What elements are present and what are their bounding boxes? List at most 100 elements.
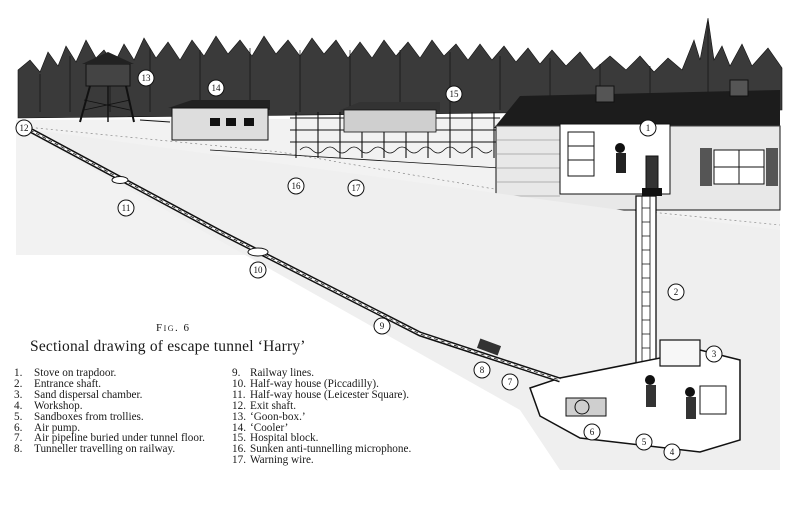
legend-text: Air pipeline buried under tunnel floor. [34,432,205,445]
legend-text: Workshop. [34,399,83,412]
legend-item: 1. Stove on trapdoor. [14,367,224,379]
svg-text:8: 8 [480,365,485,375]
legend-text: Tunneller travelling on railway. [34,443,176,456]
callout-1: 1 [639,119,657,137]
legend-text: ‘Cooler’ [250,421,289,434]
legend-text: Warning wire. [250,454,314,467]
legend-number: 14. [232,421,246,434]
svg-text:3: 3 [712,349,717,359]
escape-tunnel [28,127,561,383]
legend-item: 4. Workshop. [14,399,224,412]
callout-7: 7 [501,373,519,391]
cooler-hut [168,100,270,141]
hut-104 [494,79,781,211]
svg-text:5: 5 [642,437,647,447]
legend-item: 6. Air pump. [14,421,224,434]
legend-item: 10. Half-way house (Piccadilly). [232,377,472,390]
entrance-shaft [635,195,657,367]
callout-14: 14 [207,79,225,97]
forest-treeline [17,17,783,119]
legend-text: Stove on trapdoor. [34,367,117,379]
svg-text:16: 16 [292,181,302,191]
svg-text:12: 12 [20,123,29,133]
legend-column-1: 1. Stove on trapdoor. 2. Entrance shaft. 3… [14,367,224,456]
legend-number: 10. [232,377,246,390]
legend-item: 14. ‘Cooler’ [232,421,472,434]
legend-item: 5. Sandboxes from trollies. [14,410,224,423]
figure-label: Fig. 6 [156,322,191,334]
legend-item: 2. Entrance shaft. [14,377,224,390]
legend-text: Railway lines. [250,367,315,379]
callout-11: 11 [117,199,135,217]
legend-number: 12. [232,399,246,412]
legend-text: Sandboxes from trollies. [34,410,144,423]
legend-item: 7. Air pipeline buried under tunnel floor… [14,432,224,445]
svg-text:9: 9 [380,321,385,331]
svg-text:13: 13 [142,73,152,83]
legend-number: 1. [14,367,23,379]
callout-4: 4 [663,443,681,461]
svg-text:2: 2 [674,287,679,297]
svg-text:1: 1 [646,123,651,133]
legend-text: Half-way house (Piccadilly). [250,377,379,390]
svg-text:4: 4 [670,447,675,457]
hospital-block [340,102,440,133]
callout-15: 15 [445,85,463,103]
legend-number: 3. [14,388,23,401]
callout-16: 16 [287,177,305,195]
legend-number: 8. [14,443,23,456]
legend-text: Sand dispersal chamber. [34,388,143,401]
callout-5: 5 [635,433,653,451]
figure-title: Sectional drawing of escape tunnel ‘Harr… [30,338,306,355]
callout-13: 13 [137,69,155,87]
legend-text: Entrance shaft. [34,377,102,390]
callout-6: 6 [583,423,601,441]
legend-item: 16. Sunken anti-tunnelling microphone. [232,443,472,456]
legend-item: 9. Railway lines. [232,367,472,379]
callouts: 1 2 3 4 5 6 7 8 9 10 11 12 13 14 15 16 1… [15,69,723,461]
legend-item: 11. Half-way house (Leicester Square). [232,388,472,401]
legend-number: 5. [14,410,23,423]
legend-item: 17. Warning wire. [232,454,472,467]
legend-number: 6. [14,421,23,434]
callout-8: 8 [473,361,491,379]
callout-17: 17 [347,179,365,197]
legend-item: 12. Exit shaft. [232,399,472,412]
callout-12: 12 [15,119,33,137]
legend-number: 11. [232,388,246,401]
legend-text: Exit shaft. [250,399,296,412]
legend-text: Hospital block. [250,432,319,445]
svg-text:17: 17 [352,183,362,193]
underground-chambers [529,339,741,453]
legend-item: 8. Tunneller travelling on railway. [14,443,224,456]
legend-text: ‘Goon-box.’ [250,410,306,423]
callout-3: 3 [705,345,723,363]
legend-item: 13. ‘Goon-box.’ [232,410,472,423]
legend-number: 17. [232,454,246,467]
legend-text: Half-way house (Leicester Square). [250,388,410,401]
legend-number: 15. [232,432,246,445]
svg-text:7: 7 [508,377,513,387]
svg-text:11: 11 [122,203,131,213]
svg-text:10: 10 [254,265,264,275]
svg-text:6: 6 [590,427,595,437]
legend-number: 16. [232,443,246,456]
legend-text: Air pump. [34,421,80,434]
callout-2: 2 [667,283,685,301]
legend-item: 3. Sand dispersal chamber. [14,388,224,401]
warning-wire [209,149,501,169]
legend-number: 7. [14,432,23,445]
svg-text:15: 15 [450,89,460,99]
callout-10: 10 [249,261,267,279]
legend-number: 13. [232,410,246,423]
legend-number: 9. [232,367,241,379]
goon-box-tower [79,52,135,123]
svg-text:14: 14 [212,83,222,93]
callout-9: 9 [373,317,391,335]
legend-number: 4. [14,399,23,412]
legend-column-2: 9. Railway lines. 10. Half-way house (Picc… [232,367,472,467]
legend-number: 2. [14,377,23,390]
legend-text: Sunken anti-tunnelling microphone. [250,443,412,456]
legend-item: 15. Hospital block. [232,432,472,445]
